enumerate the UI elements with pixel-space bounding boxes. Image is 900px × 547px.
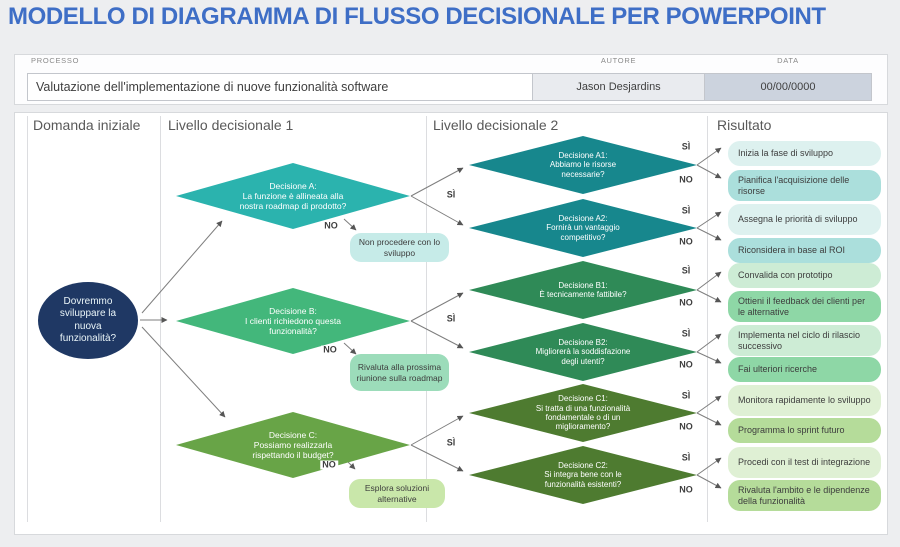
result-c1-no: Programma lo sprint futuro — [728, 418, 881, 443]
decision-a-diamond: Decisione A:La funzione è allineata alla… — [176, 163, 410, 229]
result-a2-si: Assegna le priorità di sviluppo — [728, 204, 881, 235]
result-c2-si: Procedi con il test di integrazione — [728, 447, 881, 478]
decision-b2-name: Decisione B2: — [558, 337, 608, 347]
decision-c1-question: Si tratta di una funzionalità fondamenta… — [535, 403, 631, 432]
process-value-field[interactable]: Valutazione dell'implementazione di nuov… — [27, 73, 533, 101]
label-no-b1: NO — [677, 297, 695, 308]
result-b2-si: Implementa nel ciclo di rilascio success… — [728, 325, 881, 356]
decision-c2-name: Decisione C2: — [558, 460, 608, 470]
label-no-b2: NO — [677, 359, 695, 370]
label-no-a: NO — [322, 220, 340, 231]
decision-c-question: Possiamo realizzarla rispettando il budg… — [252, 439, 334, 460]
date-value-field[interactable]: 00/00/0000 — [704, 73, 872, 101]
no-action-c-box: Esplora soluzioni alternative — [349, 479, 445, 508]
column-divider — [160, 116, 161, 522]
decision-a1-diamond: Decisione A1:Abbiamo le risorse necessar… — [469, 136, 697, 194]
process-label: PROCESSO — [31, 56, 80, 65]
decision-b-question: I clienti richiedono questa funzionalità… — [245, 315, 341, 336]
decision-c-diamond: Decisione C:Possiamo realizzarla rispett… — [176, 412, 410, 478]
label-si-b1: SÌ — [679, 265, 693, 276]
label-no-b: NO — [321, 344, 339, 355]
label-no-a1: NO — [677, 174, 695, 185]
result-a1-si: Inizia la fase di sviluppo — [728, 141, 881, 166]
date-label: DATA — [777, 56, 799, 65]
label-no-a2: NO — [677, 236, 695, 247]
decision-b-name: Decisione B: — [269, 305, 317, 316]
result-a2-no: Riconsidera in base al ROI — [728, 238, 881, 263]
start-question: Dovremmo sviluppare la nuova funzionalit… — [59, 296, 117, 344]
decision-a1-question: Abbiamo le risorse necessarie? — [549, 160, 617, 179]
decision-b2-diamond: Decisione B2:Migliorerà la soddisfazione… — [469, 323, 697, 381]
label-no-c2: NO — [677, 484, 695, 495]
decision-c2-diamond: Decisione C2:Si integra bene con le funz… — [469, 446, 697, 504]
column-divider — [707, 116, 708, 522]
decision-a-question: La funzione è allineata alla nostra road… — [239, 190, 347, 211]
label-si-a2: SÌ — [679, 205, 693, 216]
decision-a-name: Decisione A: — [269, 180, 317, 191]
label-no-c: NO — [320, 459, 338, 470]
result-c1-si: Monitora rapidamente lo sviluppo — [728, 385, 881, 416]
result-b1-no: Ottieni il feedback dei clienti per le a… — [728, 291, 881, 322]
label-si-a: SÌ — [444, 189, 458, 200]
decision-c-name: Decisione C: — [268, 429, 318, 440]
no-action-a-box: Non procedere con lo sviluppo — [350, 233, 449, 262]
decision-b2-question: Migliorerà la soddisfazione degli utenti… — [535, 347, 631, 366]
author-label: AUTORE — [600, 56, 637, 65]
result-b1-si: Convalida con prototipo — [728, 263, 881, 288]
decision-a1-name: Decisione A1: — [558, 150, 608, 160]
column-divider — [27, 116, 28, 522]
decision-b1-diamond: Decisione B1:È tecnicamente fattibile? — [469, 261, 697, 319]
label-si-c1: SÌ — [679, 390, 693, 401]
no-action-b-box: Rivaluta alla prossima riunione sulla ro… — [350, 354, 449, 391]
column-divider — [426, 116, 427, 522]
column-header-level-2: Livello decisionale 2 — [433, 117, 559, 133]
label-si-b2: SÌ — [679, 328, 693, 339]
column-header-result: Risultato — [717, 117, 772, 133]
decision-b1-name: Decisione B1: — [558, 280, 608, 290]
decision-c2-question: Si integra bene con le funzionalità esis… — [544, 470, 622, 489]
label-si-c2: SÌ — [679, 452, 693, 463]
column-header-initial-question: Domanda iniziale — [33, 117, 141, 133]
decision-a2-name: Decisione A2: — [558, 213, 608, 223]
start-ellipse — [38, 282, 138, 359]
result-a1-no: Pianifica l'acquisizione delle risorse — [728, 170, 881, 201]
decision-b1-question: È tecnicamente fattibile? — [539, 290, 627, 299]
column-header-level-1: Livello decisionale 1 — [168, 117, 294, 133]
result-b2-no: Fai ulteriori ricerche — [728, 357, 881, 382]
decision-c1-diamond: Decisione C1:Si tratta di una funzionali… — [469, 384, 697, 442]
label-si-c: SÌ — [444, 437, 458, 448]
decision-b-diamond: Decisione B:I clienti richiedono questa … — [176, 288, 410, 354]
page-title: MODELLO DI DIAGRAMMA DI FLUSSO DECISIONA… — [8, 3, 826, 30]
author-value-field[interactable]: Jason Desjardins — [532, 73, 705, 101]
decision-a2-diamond: Decisione A2:Fornirà un vantaggio compet… — [469, 199, 697, 257]
result-c2-no: Rivaluta l'ambito e le dipendenze della … — [728, 480, 881, 511]
decision-c1-name: Decisione C1: — [558, 394, 608, 404]
start-node: Dovremmo sviluppare la nuova funzionalit… — [38, 282, 138, 359]
decision-a2-question: Fornirà un vantaggio competitivo? — [546, 223, 620, 242]
label-no-c1: NO — [677, 421, 695, 432]
label-si-b: SÌ — [444, 313, 458, 324]
label-si-a1: SÌ — [679, 141, 693, 152]
